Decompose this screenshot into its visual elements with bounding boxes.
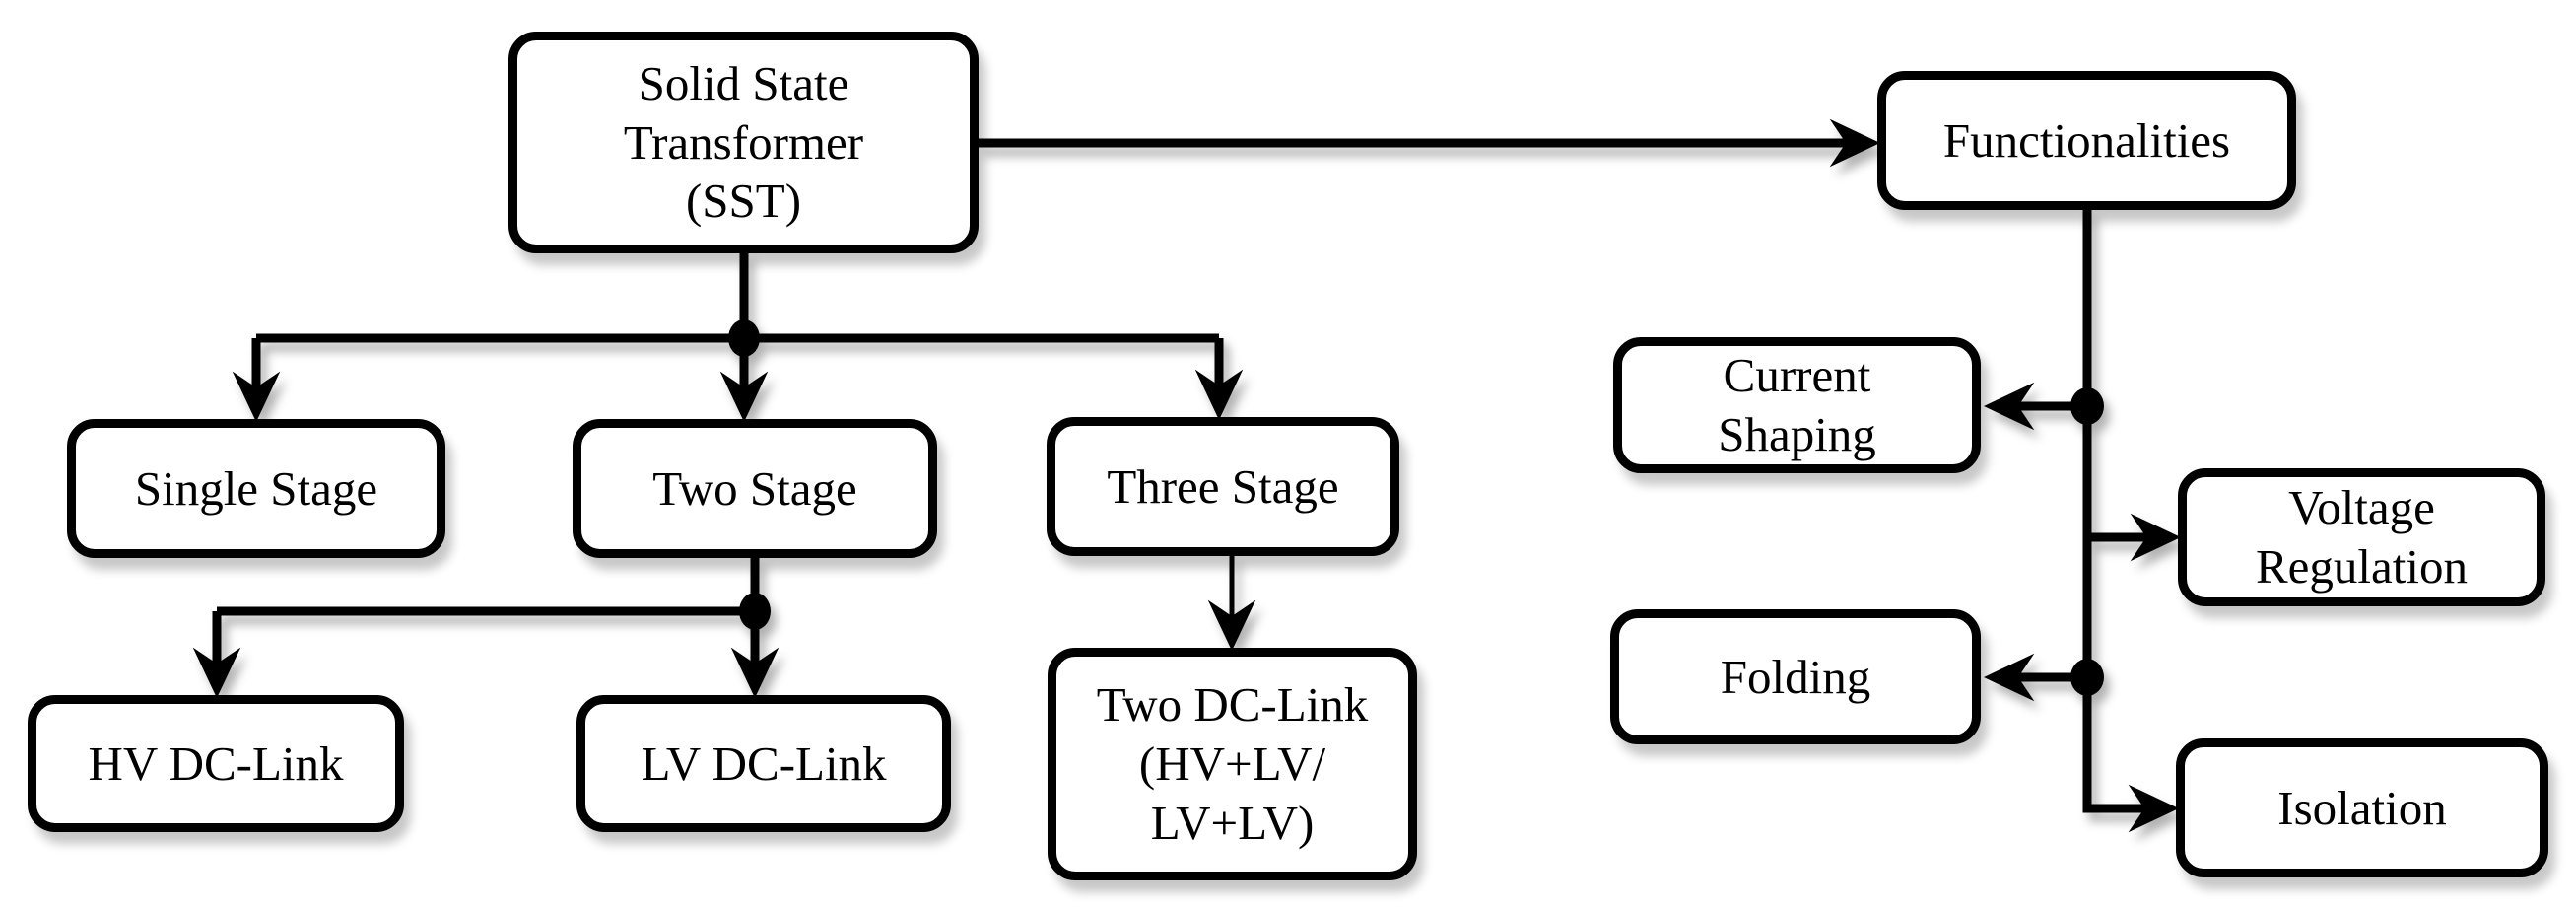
node-voltage-regulation-label: Voltage Regulation <box>2255 480 2469 594</box>
node-folding: Folding <box>1610 609 1981 744</box>
node-functionalities: Functionalities <box>1877 71 2296 210</box>
node-two-stage: Two Stage <box>573 419 937 558</box>
junction-dot-current-shaping <box>2070 387 2104 425</box>
junction-dot-dclinks <box>739 593 771 630</box>
node-two-dc-link: Two DC-Link (HV+LV/ LV+LV) <box>1048 648 1417 880</box>
node-lv-dc-link-label: LV DC-Link <box>641 735 887 791</box>
node-hv-dc-link-label: HV DC-Link <box>88 735 344 791</box>
node-single-stage: Single Stage <box>67 419 445 558</box>
node-lv-dc-link: LV DC-Link <box>576 695 951 832</box>
node-current-shaping: Current Shaping <box>1613 337 1981 473</box>
node-voltage-regulation: Voltage Regulation <box>2178 468 2545 606</box>
junction-dot-stages <box>728 319 760 357</box>
node-hv-dc-link: HV DC-Link <box>28 695 404 832</box>
edge-functionalities-isolation <box>2082 210 2179 833</box>
node-three-stage: Three Stage <box>1047 417 1399 556</box>
node-isolation-label: Isolation <box>2277 780 2447 835</box>
node-folding-label: Folding <box>1720 649 1871 704</box>
node-single-stage-label: Single Stage <box>134 460 378 516</box>
node-three-stage-label: Three Stage <box>1107 458 1339 514</box>
node-sst-label: Solid State Transformer (SST) <box>623 55 864 229</box>
node-sst: Solid State Transformer (SST) <box>508 32 979 253</box>
node-isolation: Isolation <box>2176 738 2548 877</box>
junction-dot-folding <box>2070 659 2104 696</box>
node-two-stage-label: Two Stage <box>652 460 857 516</box>
node-functionalities-label: Functionalities <box>1942 112 2231 168</box>
node-two-dc-link-label: Two DC-Link (HV+LV/ LV+LV) <box>1096 677 1369 850</box>
node-current-shaping-label: Current Shaping <box>1718 348 1876 461</box>
